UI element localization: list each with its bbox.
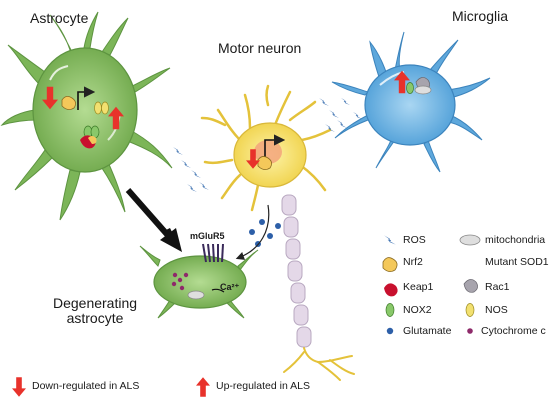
legend-keap1: Keap1 bbox=[403, 281, 434, 293]
legend-icons bbox=[382, 234, 481, 335]
legend-cytochrome-c: Cytochrome c bbox=[481, 325, 546, 337]
transcription-arrow-icon bbox=[77, 86, 96, 110]
cytochrome-c-legend-icon bbox=[467, 328, 473, 334]
motor-neuron-cell bbox=[200, 84, 332, 212]
up-regulated-legend-icon bbox=[196, 377, 210, 397]
calcium-label: Ca²⁺ bbox=[220, 282, 240, 292]
legend-up-regulated: Up-regulated in ALS bbox=[216, 380, 310, 392]
ros-icon bbox=[384, 235, 396, 245]
axon-terminal bbox=[283, 347, 355, 381]
astrocyte-cell bbox=[0, 11, 173, 221]
legend-ros: ROS bbox=[403, 234, 426, 246]
motor-neuron-contents bbox=[246, 134, 286, 177]
glutamate-arrow bbox=[235, 204, 270, 260]
microglia-contents bbox=[394, 70, 432, 95]
ros-bolts-microglia bbox=[340, 97, 363, 120]
legend-nox2: NOX2 bbox=[403, 304, 432, 316]
cytochrome-c-dots bbox=[171, 272, 189, 291]
rac1-legend-icon bbox=[463, 279, 478, 293]
degenerating-astrocyte-cell bbox=[139, 243, 259, 319]
motor-neuron-label: Motor neuron bbox=[218, 40, 302, 56]
degenerating-astrocyte-label: Degenerating astrocyte bbox=[30, 296, 160, 326]
degenerating-label-line2: astrocyte bbox=[66, 310, 124, 326]
mitochondria-icon bbox=[459, 234, 481, 246]
legend-rac1: Rac1 bbox=[485, 281, 510, 293]
nos-icon bbox=[94, 101, 102, 115]
microglia-cell bbox=[331, 31, 491, 173]
mglur5-label: mGluR5 bbox=[190, 231, 225, 241]
legend-nrf2: Nrf2 bbox=[403, 256, 423, 268]
legend-mitochondria: mitochondria bbox=[485, 234, 546, 246]
down-regulated-legend-icon bbox=[12, 377, 26, 397]
nos-legend-icon bbox=[465, 303, 475, 317]
legend-nos: NOS bbox=[485, 304, 508, 316]
nox2-legend-icon bbox=[385, 303, 395, 317]
mutant-sod1-legend-icon bbox=[468, 255, 475, 269]
nrf2-legend-icon bbox=[382, 257, 398, 272]
legend-glutamate: Glutamate bbox=[403, 325, 452, 337]
legend-down-regulated: Down-regulated in ALS bbox=[32, 380, 140, 392]
keap1-legend-icon bbox=[384, 283, 398, 297]
legend-mutant-sod1: Mutant SOD1 bbox=[485, 256, 549, 268]
motor-neuron-axon bbox=[281, 194, 312, 348]
nrf2-icon bbox=[61, 96, 76, 110]
glutamate-legend-icon bbox=[386, 327, 394, 335]
degenerating-label-line1: Degenerating bbox=[52, 295, 138, 311]
microglia-label: Microglia bbox=[452, 8, 509, 24]
astrocyte-contents bbox=[42, 68, 124, 149]
astrocyte-label: Astrocyte bbox=[30, 10, 89, 26]
